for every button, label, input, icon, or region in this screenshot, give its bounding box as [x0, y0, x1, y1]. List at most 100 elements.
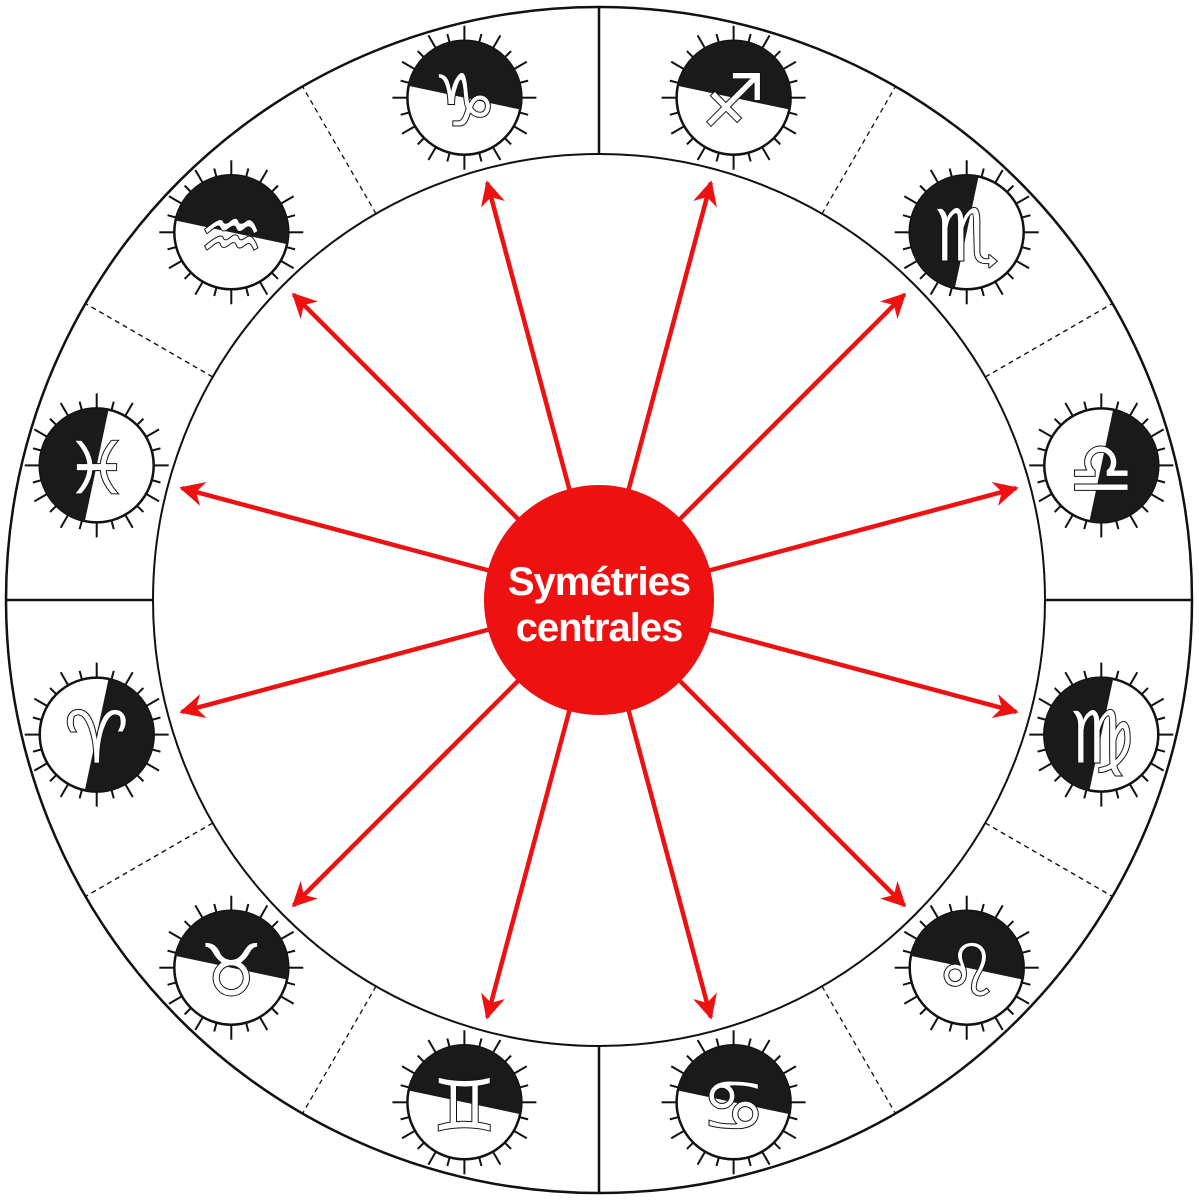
medallion-dark-half [677, 40, 791, 110]
medallion-dark-half [408, 1045, 522, 1115]
sun-ray [1064, 671, 1074, 686]
divider-dashed [301, 985, 377, 1114]
sun-ray [686, 1141, 695, 1150]
sun-ray [145, 428, 160, 438]
sun-ray [919, 271, 928, 280]
symmetry-arrow [676, 292, 907, 523]
gemini-glyph: ♊ [432, 1063, 497, 1147]
sun-ray [519, 1084, 529, 1089]
sun-ray [994, 904, 1004, 919]
sun-ray [929, 1016, 940, 1031]
sun-ray [1037, 479, 1047, 484]
sun-ray [1128, 402, 1139, 417]
sun-ray [1083, 401, 1088, 411]
sun-ray [670, 1129, 685, 1140]
sun-ray [782, 60, 797, 71]
sun-ray [761, 146, 771, 161]
medallion-dark-half [1089, 409, 1159, 523]
pisces-sign: ♓ [24, 393, 169, 538]
sun-ray [1083, 670, 1088, 680]
medallion-dark-half [39, 408, 109, 522]
sun-ray [919, 920, 928, 929]
sun-ray [747, 1157, 752, 1167]
sun-ray [417, 137, 425, 146]
sun-ray [761, 1039, 771, 1054]
sun-ray [980, 287, 985, 297]
sun-ray [948, 1022, 953, 1032]
sun-ray [1128, 671, 1139, 686]
sun-ray [32, 447, 42, 452]
scorpio-glyph: ♏ [934, 193, 999, 277]
sun-ray [49, 687, 58, 696]
sun-ray [32, 479, 42, 484]
sun-ray [492, 1151, 502, 1166]
sun-ray [715, 152, 720, 162]
aries-sign: ♈ [24, 662, 169, 807]
sun-ray [519, 1116, 529, 1121]
divider-dashed [85, 302, 214, 378]
sun-ray [446, 152, 451, 162]
sun-ray [696, 1151, 706, 1166]
sun-ray [151, 748, 161, 753]
sun-ray [929, 281, 940, 296]
sun-ray [145, 697, 160, 707]
sun-ray [1037, 447, 1047, 452]
sun-ray [1064, 783, 1074, 798]
sun-ray [280, 259, 295, 270]
sun-ray [902, 949, 912, 954]
sun-ray [782, 125, 797, 135]
sun-ray [478, 152, 483, 162]
center-disc [484, 485, 714, 715]
sun-ray [696, 1039, 706, 1054]
sun-ray [761, 34, 771, 49]
sun-ray [1053, 418, 1062, 426]
sun-ray [492, 34, 502, 49]
sun-ray [669, 79, 679, 84]
sun-ray [788, 79, 798, 84]
cancer-glyph: ♋ [701, 1063, 766, 1147]
sun-ray [669, 1084, 679, 1089]
medallion-dark-half [677, 1045, 791, 1115]
sun-ray [280, 195, 295, 205]
sun-ray [124, 514, 134, 529]
sun-ray [1006, 920, 1015, 929]
sun-ray [401, 1129, 416, 1140]
sun-ray [513, 1065, 528, 1075]
sagittarius-glyph: ♐ [701, 59, 766, 143]
ring-dividers [6, 7, 1192, 1193]
sun-ray [33, 697, 48, 707]
sun-ray [902, 214, 912, 219]
divider-dashed [301, 86, 377, 215]
sun-ray [270, 184, 279, 193]
sun-ray [929, 904, 940, 919]
sun-ray [49, 418, 58, 426]
sun-ray [519, 111, 529, 116]
sun-ray [478, 1157, 483, 1167]
divider-dashed [821, 86, 897, 215]
sun-ray [513, 125, 528, 135]
sun-ray [167, 981, 177, 986]
sun-ray [1156, 447, 1166, 452]
divider-dashed [984, 822, 1113, 898]
symmetry-arrow [706, 626, 1019, 718]
sun-ray [59, 402, 70, 417]
aries-glyph: ♈ [64, 696, 129, 780]
symmetry-arrow [706, 482, 1019, 574]
capricorn-sign: ♑ [392, 25, 537, 170]
symmetry-arrow [625, 707, 717, 1020]
sun-ray [258, 1016, 269, 1031]
sun-ray [670, 60, 685, 71]
sun-ray [1021, 246, 1031, 251]
sun-ray [183, 920, 192, 929]
sun-ray [1015, 259, 1030, 270]
sun-ray [1015, 995, 1030, 1005]
sun-ray [903, 995, 918, 1005]
sun-ray [686, 1054, 695, 1063]
sun-ray [1064, 402, 1074, 417]
sun-ray [994, 169, 1004, 184]
cancer-sign: ♋ [661, 1030, 806, 1175]
sun-ray [747, 152, 752, 162]
sun-ray [1053, 687, 1062, 696]
symmetry-arrow [625, 180, 717, 493]
sun-ray [124, 783, 134, 798]
